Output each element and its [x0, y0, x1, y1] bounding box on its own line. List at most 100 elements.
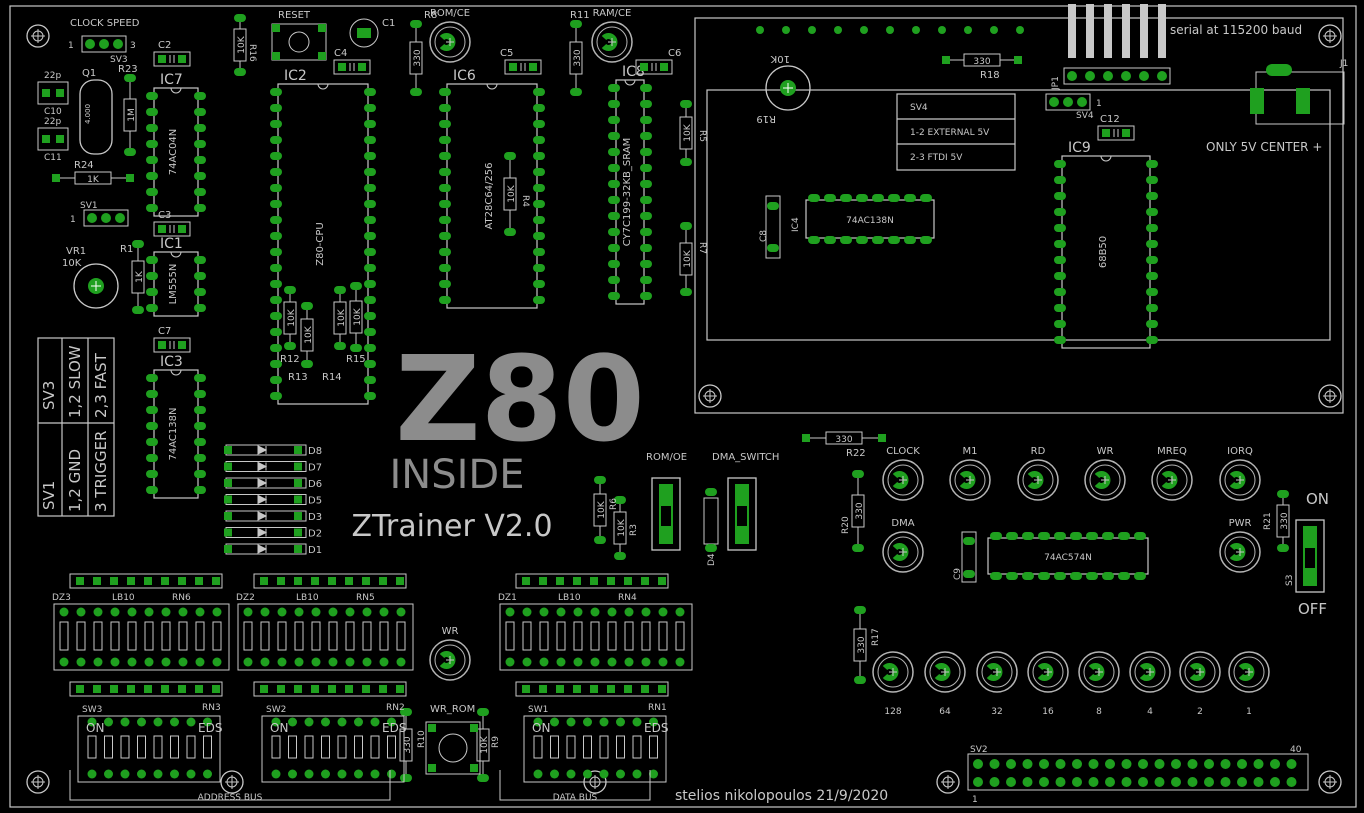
sv4-table	[896, 93, 1016, 171]
vr1-cross	[91, 281, 101, 291]
c7-pad	[178, 341, 186, 349]
led-array-1	[237, 603, 414, 671]
led-bit-2-ring-inner	[1184, 656, 1216, 688]
sv2-pin	[973, 777, 983, 787]
ic8-pin	[608, 196, 620, 204]
resistor-r24-pad	[126, 174, 134, 182]
ic4-pin	[920, 236, 932, 244]
ic6-part: AT28C64/256	[484, 162, 495, 229]
mounting-hole-cross	[225, 775, 239, 789]
sv2-pin	[1187, 759, 1198, 769]
r7-name: R7	[697, 242, 707, 254]
dma-switch-label: DMA_SWITCH	[712, 452, 779, 463]
ic7-notch	[170, 87, 182, 94]
ic3-pin	[194, 438, 206, 446]
sv2-outline	[967, 753, 1309, 791]
sv4-table-1: 1-2 EXTERNAL 5V	[910, 128, 990, 138]
rn-bot-pin	[311, 685, 319, 693]
dip-switch-pin	[583, 717, 592, 727]
ic5-pin	[990, 572, 1002, 580]
c5-pad	[529, 63, 537, 71]
ic2-pin	[270, 216, 282, 224]
resistor-r20-pad	[852, 470, 864, 478]
ic7-pin	[146, 204, 158, 212]
ic3-pin	[146, 470, 158, 478]
reset-button-pad	[318, 52, 326, 60]
led-array-pin	[93, 607, 103, 617]
ic9-pin	[1054, 224, 1066, 232]
sv2-pin	[1072, 759, 1082, 769]
rn-bot-pin	[641, 685, 649, 693]
resistor-r17-body	[853, 628, 867, 662]
resistor-r21-pad	[1277, 490, 1289, 498]
ic4-pin	[920, 194, 932, 202]
dip-switch-eds-0: EDS	[198, 721, 222, 735]
ic6-pin	[439, 104, 451, 112]
dip-switch-pin	[566, 717, 576, 727]
led-array-pin	[362, 607, 372, 617]
dip-switch-pin	[583, 769, 592, 779]
led-mreq-label: MREQ	[1157, 446, 1187, 457]
resistor-r14-pad	[334, 342, 346, 350]
ftdi-pad	[834, 26, 842, 34]
led-rom-ce-cross	[446, 38, 454, 46]
dip-switch-toggle	[304, 735, 314, 759]
dip-switch-toggle	[288, 735, 297, 759]
dip-switch-pin	[104, 717, 113, 727]
diode-d1-label: D1	[308, 545, 322, 556]
led-array-seg	[539, 621, 549, 651]
c11-pad	[42, 135, 50, 143]
c3-pad	[178, 225, 186, 233]
rn-bot-pin	[144, 685, 152, 693]
led-array-seg	[144, 621, 154, 651]
led-array-pin	[396, 607, 406, 617]
led-rd-cross	[1034, 476, 1042, 484]
led-array-pin	[277, 607, 287, 617]
dip-switch-toggle	[337, 735, 347, 759]
led-array-pin	[675, 657, 685, 667]
led-clock-label: CLOCK	[886, 446, 920, 457]
r4-name: R4	[520, 195, 530, 207]
ic2-pin	[270, 152, 282, 160]
ic2-pin	[270, 136, 282, 144]
jp1-pin	[1157, 71, 1167, 81]
dip-switch-pin	[354, 717, 363, 727]
sv1-table-label: SV1	[40, 481, 58, 510]
reset-label: RESET	[278, 10, 311, 21]
r19-body	[765, 65, 811, 111]
led-array-pin	[161, 657, 171, 667]
resistor-r8-pad	[410, 20, 422, 28]
ic6-pin	[533, 248, 545, 256]
ic7-pin	[194, 156, 206, 164]
led-bit-1-ring-inner	[1233, 656, 1265, 688]
ic2-body	[277, 83, 369, 405]
led-pwr-ring	[1219, 531, 1261, 573]
ic8-pin	[640, 244, 652, 252]
switch-s3-label: S3	[1285, 575, 1295, 586]
ic1-pin	[194, 288, 206, 296]
resistor-r7-body	[679, 242, 693, 276]
c2-pad	[178, 55, 186, 63]
dip-switch-toggle	[583, 735, 592, 759]
resistor-r12-pad	[284, 342, 296, 350]
ic6-pin	[533, 200, 545, 208]
dip-switch-2	[523, 715, 667, 783]
led-bit-64-ring	[924, 651, 966, 693]
jp1-pin-bent	[1104, 4, 1112, 58]
ic2-pin	[364, 184, 376, 192]
c11-pad	[56, 135, 64, 143]
ic4-pin	[824, 194, 836, 202]
resistor-r18-value: 330	[973, 57, 990, 67]
resistor-r13-value: 10K	[304, 325, 314, 343]
ic3-pin	[146, 390, 158, 398]
c1-pad	[357, 28, 371, 38]
logo-trainer: ZTrainer V2.0	[351, 509, 552, 544]
led-m1-label: M1	[963, 446, 978, 457]
resistor-r4-value: 10K	[507, 184, 517, 202]
dip-switch-pin	[170, 717, 179, 727]
ic4-pin	[824, 236, 836, 244]
sv4-label: SV4	[1076, 111, 1094, 121]
dip-switch-toggle	[387, 735, 396, 759]
logo-inside: INSIDE	[390, 452, 525, 498]
led-array-pin	[556, 657, 566, 667]
